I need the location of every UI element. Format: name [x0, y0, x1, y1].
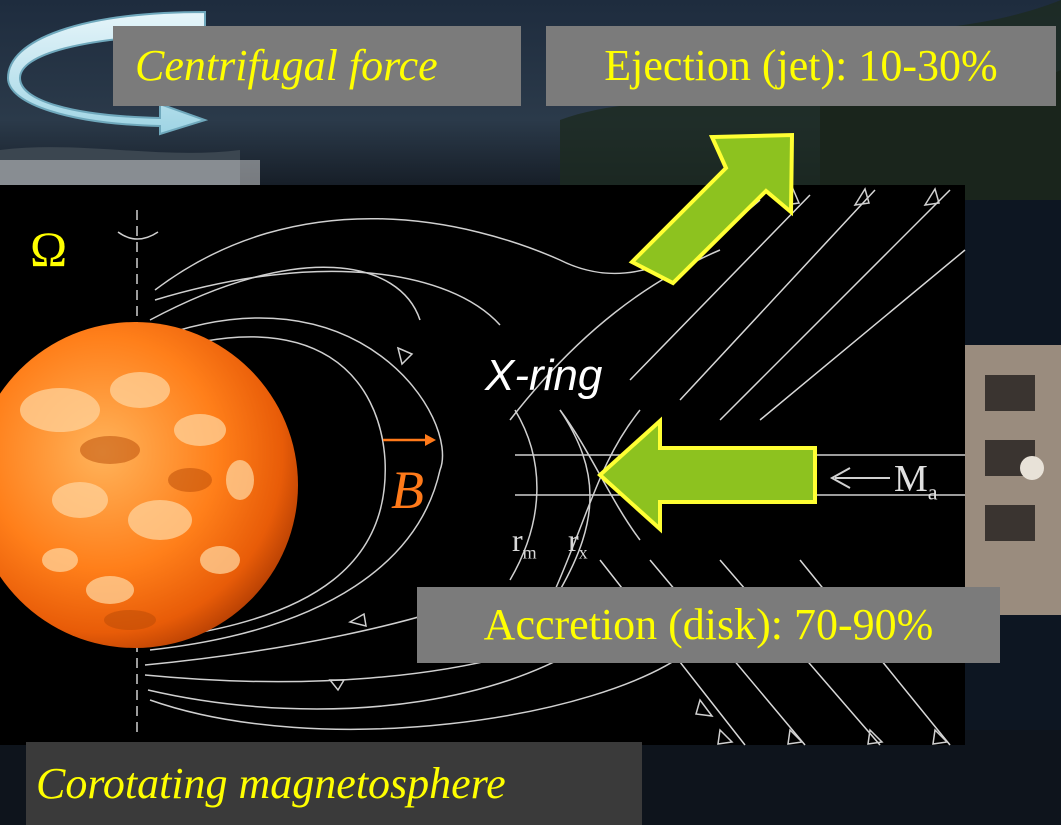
- centrifugal-curve-icon: [6, 10, 209, 136]
- m-dot-symbol: M: [894, 458, 928, 500]
- r-x-symbol: r: [568, 522, 579, 558]
- r-m-label: rm: [512, 524, 537, 561]
- r-m-subscript: m: [522, 542, 537, 563]
- r-x-subscript: x: [578, 542, 588, 563]
- x-ring-label: X-ring: [485, 351, 603, 400]
- centrifugal-force-label: Centrifugal force: [113, 26, 521, 106]
- m-dot-arrow: [829, 467, 890, 489]
- omega-symbol: Ω: [30, 221, 68, 277]
- b-vector-arrow: [383, 434, 436, 446]
- corotating-label: Corotating magnetosphere: [26, 742, 642, 825]
- m-dot-subscript: a: [927, 479, 938, 505]
- x-point-lines: [509, 409, 641, 591]
- ejection-arrow: [628, 132, 795, 286]
- b-field-label: B: [391, 460, 424, 520]
- rotation-arrow-icon: [117, 231, 159, 240]
- ejection-label: Ejection (jet): 10-30%: [546, 26, 1056, 106]
- star-dark-spots: [80, 436, 212, 630]
- accretion-label: Accretion (disk): 70-90%: [417, 587, 1000, 663]
- star-granulation: [20, 372, 254, 604]
- r-x-label: rx: [568, 524, 588, 561]
- accretion-arrow: [597, 416, 817, 534]
- r-m-symbol: r: [512, 522, 523, 558]
- m-dot-label: Ma: [894, 460, 938, 504]
